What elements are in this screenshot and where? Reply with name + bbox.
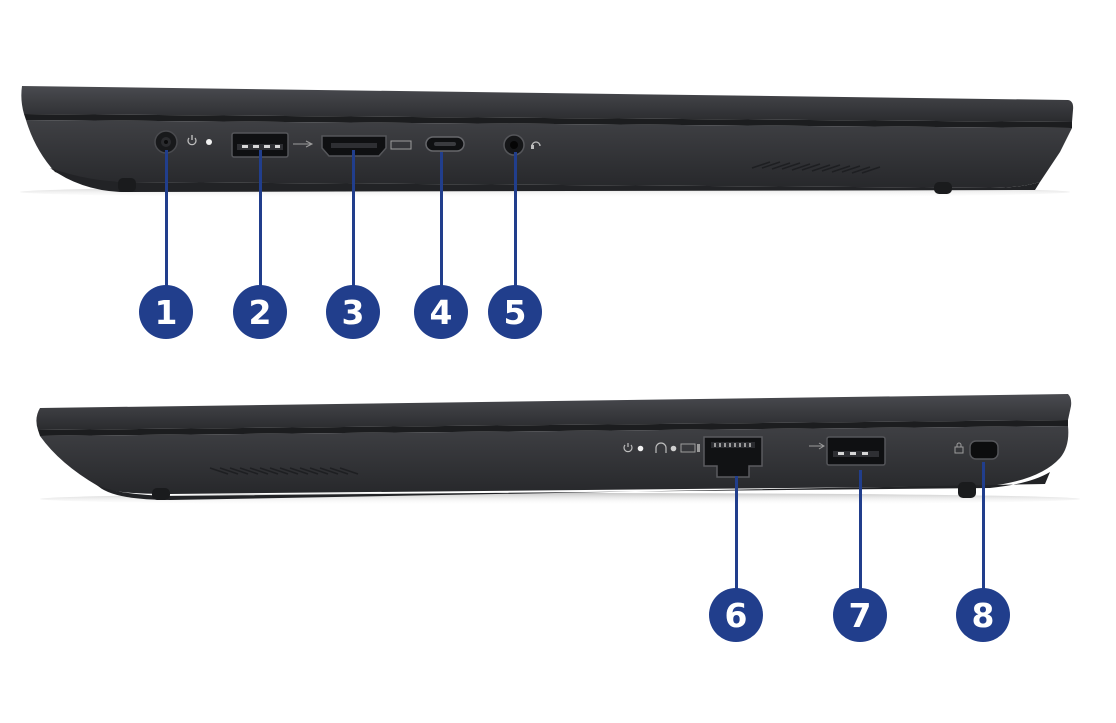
rubber-foot — [958, 482, 976, 498]
callout-line-3 — [352, 150, 355, 286]
lock-symbol-icon — [954, 442, 964, 454]
security-lock-slot-icon — [969, 440, 999, 460]
callout-badge-2: 2 — [233, 285, 287, 339]
callout-line-6 — [735, 476, 738, 590]
status-led-icon — [637, 445, 644, 452]
callout-badge-6: 6 — [709, 588, 763, 642]
power-status-icon — [623, 443, 633, 453]
vent-grille — [751, 161, 881, 174]
ethernet-symbol-icon — [680, 443, 700, 453]
callout-number: 1 — [154, 292, 178, 332]
callout-badge-8: 8 — [956, 588, 1010, 642]
callout-number: 3 — [341, 292, 365, 332]
usb-c-port-icon — [425, 136, 465, 152]
callout-line-2 — [259, 150, 262, 286]
vent-grille — [209, 467, 359, 475]
callout-number: 4 — [429, 292, 453, 332]
callout-line-8 — [982, 462, 985, 590]
headset-symbol-icon — [531, 141, 541, 149]
usb-symbol-icon — [293, 140, 314, 148]
laptop-right-side-body — [36, 394, 1080, 505]
callout-line-1 — [165, 150, 168, 286]
callout-number: 8 — [971, 595, 995, 635]
rubber-foot — [152, 488, 170, 500]
ethernet-port-icon — [703, 436, 763, 478]
hdmi-symbol-icon — [390, 140, 412, 150]
usb-symbol-icon — [809, 442, 825, 450]
callout-number: 2 — [248, 292, 272, 332]
usb-a-port-icon — [231, 132, 289, 158]
hdmi-port-icon — [321, 135, 387, 157]
charge-led-icon — [206, 139, 212, 145]
power-symbol-icon — [187, 135, 197, 146]
callout-badge-1: 1 — [139, 285, 193, 339]
rubber-foot — [934, 182, 952, 194]
laptop-right-side-view — [0, 376, 1116, 516]
rubber-foot — [118, 178, 136, 192]
network-symbol-icon — [655, 442, 667, 453]
callout-line-4 — [440, 152, 443, 286]
laptop-left-side-view — [0, 70, 1116, 210]
callout-number: 5 — [503, 292, 527, 332]
callout-line-7 — [859, 470, 862, 590]
callout-number: 7 — [848, 595, 872, 635]
callout-badge-5: 5 — [488, 285, 542, 339]
callout-badge-7: 7 — [833, 588, 887, 642]
callout-number: 6 — [724, 595, 748, 635]
network-led-icon — [670, 445, 677, 452]
callout-line-5 — [514, 152, 517, 286]
callout-badge-4: 4 — [414, 285, 468, 339]
callout-badge-3: 3 — [326, 285, 380, 339]
usb-a-port-icon — [826, 436, 886, 466]
audio-jack-icon — [503, 134, 525, 156]
